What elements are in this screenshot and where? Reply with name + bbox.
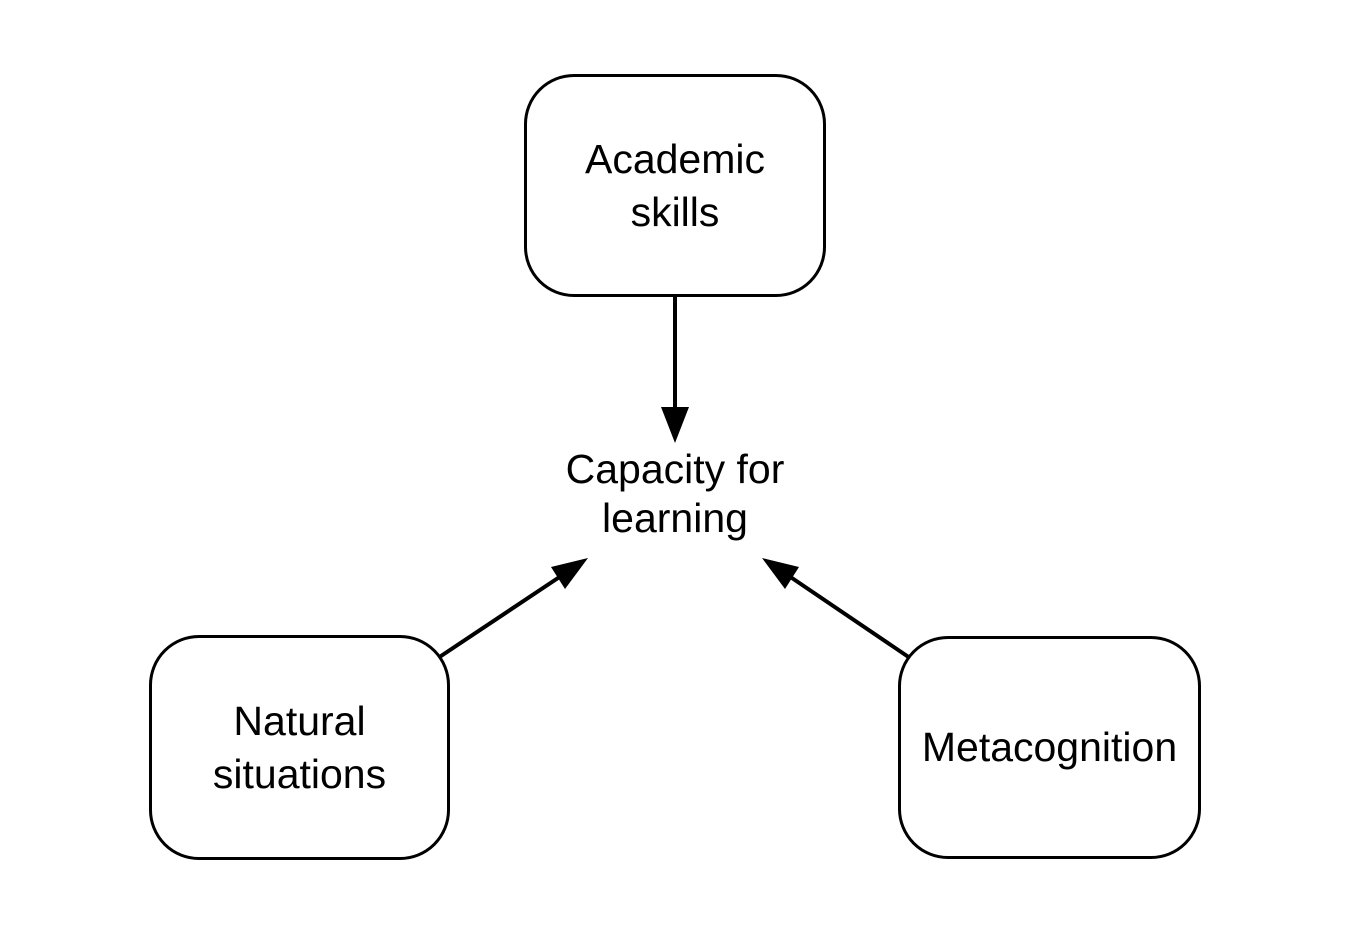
node-capacity-for-learning: Capacity for learning bbox=[565, 446, 785, 542]
node-academic-skills: Academic skills bbox=[524, 74, 826, 297]
node-natural-situations: Natural situations bbox=[149, 635, 450, 860]
node-academic-skills-label: Academic skills bbox=[584, 136, 765, 235]
arrow-natural-to-capacity bbox=[436, 558, 588, 660]
arrow-metacognition-to-capacity bbox=[762, 558, 912, 660]
node-metacognition-label: Metacognition bbox=[921, 724, 1178, 771]
node-natural-situations-label: Natural situations bbox=[212, 698, 387, 797]
arrow-academic-to-capacity bbox=[661, 296, 689, 443]
node-metacognition: Metacognition bbox=[898, 636, 1201, 859]
